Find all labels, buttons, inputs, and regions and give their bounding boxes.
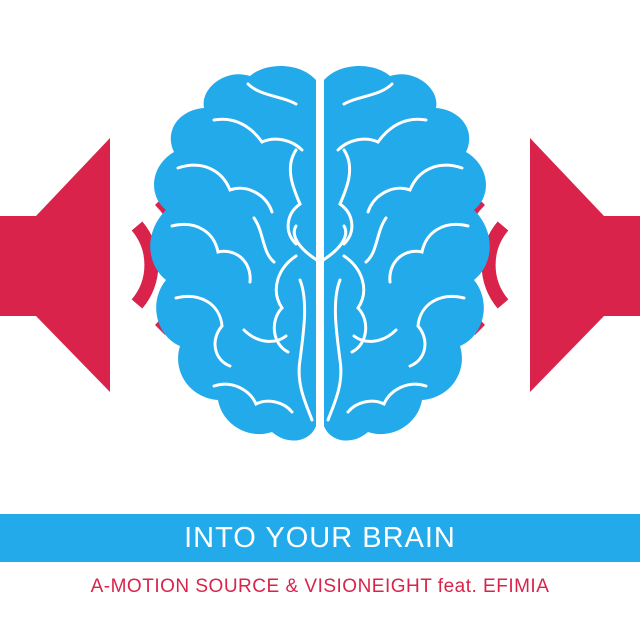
artist-credits: A-MOTION SOURCE & VISIONEIGHT feat. EFIM… (0, 572, 640, 602)
artist-names: A-MOTION SOURCE & VISIONEIGHT feat. EFIM… (90, 576, 550, 597)
title-band: INTO YOUR BRAIN (0, 514, 640, 562)
album-title: INTO YOUR BRAIN (184, 521, 456, 554)
title-band-background (0, 514, 640, 562)
brain-icon (150, 65, 490, 441)
